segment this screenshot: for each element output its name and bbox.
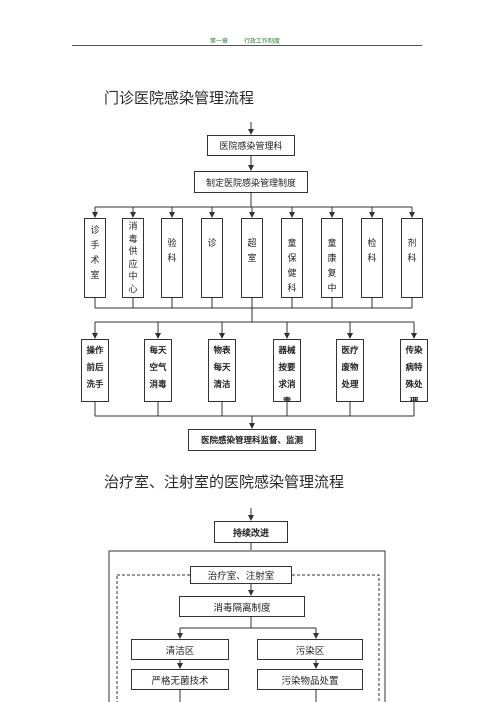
dept-box-2: 消毒供应中心 [122, 218, 144, 298]
measure-box-4: 器械按要求消毒 [273, 339, 301, 402]
disinfection-policy-box: 消毒隔离制度 [179, 596, 305, 617]
continuous-improvement-box: 持续改进 [214, 521, 288, 543]
supervision-box: 医院感染管理科监督、监测 [188, 429, 316, 451]
section-label: 行政工作制度 [243, 38, 280, 45]
clean-zone-box: 清洁区 [131, 639, 229, 660]
flow2-title: 治疗室、注射室的医院感染管理流程 [104, 473, 345, 491]
dept-box-7: 童康复中 [321, 218, 343, 298]
page-header: 第一章 行政工作制度 [210, 36, 294, 45]
measure-box-2: 每天空气消毒 [144, 339, 172, 402]
dept-box-8: 检科 [361, 218, 383, 298]
policy-box: 制定医院感染管理制度 [194, 171, 308, 193]
dept-box-5: 超室 [241, 218, 263, 298]
dept-box-1: 诊手术室 [84, 218, 106, 298]
header-rule [72, 45, 422, 46]
dirty-zone-box: 污染区 [257, 639, 363, 660]
dept-box-6: 童保健科 [281, 218, 303, 298]
measure-box-5: 医疗废物处理 [336, 339, 364, 402]
aseptic-technique-box: 严格无菌技术 [131, 669, 229, 690]
dept-box-9: 剂科 [401, 218, 423, 298]
infection-control-dept-box: 医院感染管理科 [207, 135, 295, 156]
treatment-room-box: 治疗室、注射室 [190, 566, 292, 584]
contaminated-disposal-box: 污染物品处置 [257, 669, 363, 690]
flow1-title: 门诊医院感染管理流程 [104, 89, 255, 107]
measure-box-6: 传染病特殊处理 [400, 339, 428, 402]
dept-box-4: 诊 [201, 218, 223, 298]
chapter-label: 第一章 [210, 38, 229, 45]
measure-box-3: 物表每天清洁 [208, 339, 236, 402]
dept-box-3: 验科 [161, 218, 183, 298]
measure-box-1: 操作前后洗手 [81, 339, 109, 402]
